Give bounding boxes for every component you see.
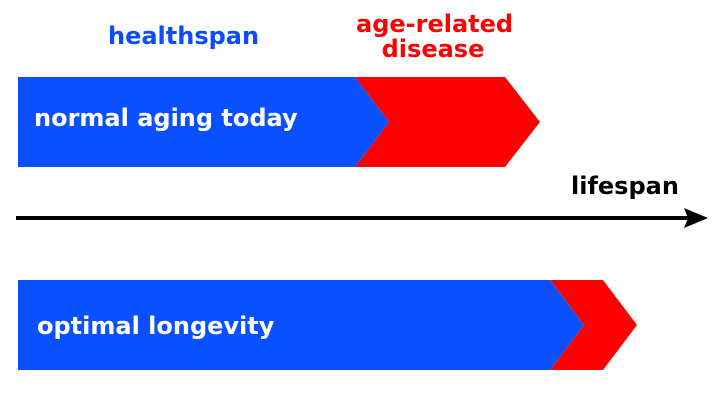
disease-label-line2: disease <box>381 35 485 64</box>
healthspan-segment-optimal <box>18 280 584 370</box>
lifespan-axis <box>16 208 708 228</box>
healthspan-label: healthspan <box>108 22 260 50</box>
disease-label-line1: age-related <box>356 10 514 38</box>
age-related-disease-label: age-related disease <box>356 10 514 64</box>
optimal-longevity-label: optimal longevity <box>37 312 275 340</box>
bar-optimal-longevity <box>18 280 637 370</box>
arrowhead-icon <box>684 208 708 228</box>
bar-normal-aging <box>18 77 540 167</box>
disease-segment-optimal <box>550 280 637 370</box>
disease-segment-normal <box>355 77 540 167</box>
lifespan-axis-label: lifespan <box>571 172 679 200</box>
healthspan-segment-normal <box>18 77 389 167</box>
normal-aging-label: normal aging today <box>34 104 298 132</box>
